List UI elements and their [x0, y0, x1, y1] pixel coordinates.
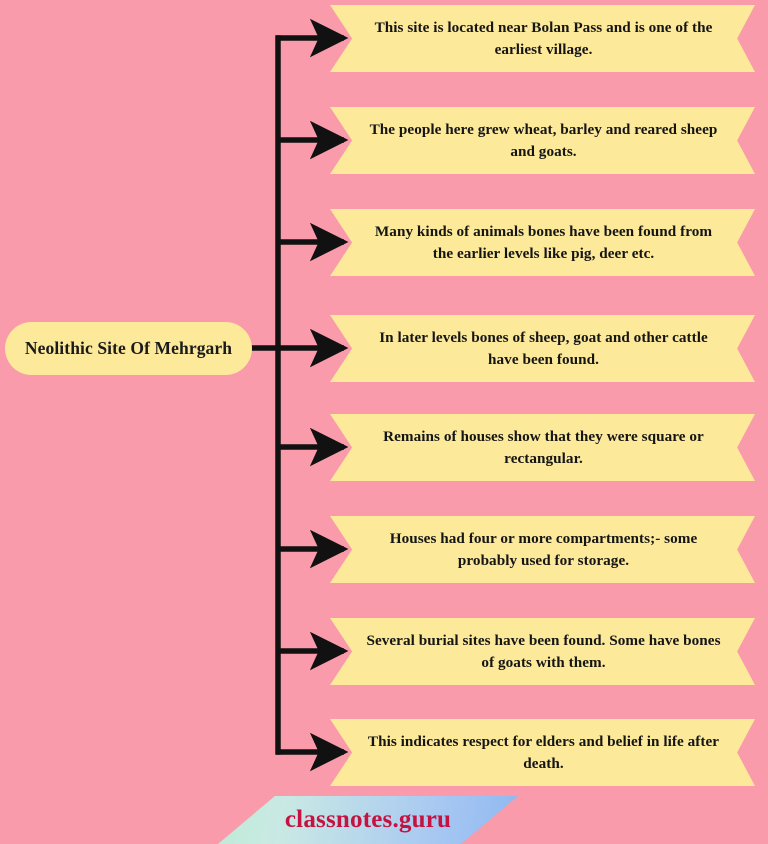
branch-node-8-text: This indicates respect for elders and be…	[367, 732, 720, 772]
branch-node-7[interactable]: Several burial sites have been found. So…	[330, 618, 755, 685]
branch-node-7-text: Several burial sites have been found. So…	[366, 631, 721, 671]
branch-node-5[interactable]: Remains of houses show that they were sq…	[330, 414, 755, 481]
branch-node-6[interactable]: Houses had four or more compartments;- s…	[330, 516, 755, 583]
branch-node-8[interactable]: This indicates respect for elders and be…	[330, 719, 755, 786]
branch-node-5-text: Remains of houses show that they were sq…	[383, 427, 704, 467]
branch-node-2[interactable]: The people here grew wheat, barley and r…	[330, 107, 755, 174]
root-node-neolithic-site[interactable]: Neolithic Site Of Mehrgarh	[5, 322, 252, 375]
site-watermark-text: classnotes.guru	[284, 806, 452, 833]
branch-node-4[interactable]: In later levels bones of sheep, goat and…	[330, 315, 755, 382]
branch-node-3[interactable]: Many kinds of animals bones have been fo…	[330, 209, 755, 276]
root-node-label: Neolithic Site Of Mehrgarh	[24, 337, 233, 358]
branch-node-1-text: This site is located near Bolan Pass and…	[374, 18, 713, 58]
branch-node-1[interactable]: This site is located near Bolan Pass and…	[330, 5, 755, 72]
branch-node-2-text: The people here grew wheat, barley and r…	[369, 120, 718, 160]
branch-node-3-text: Many kinds of animals bones have been fo…	[374, 222, 713, 262]
branch-node-6-text: Houses had four or more compartments;- s…	[389, 529, 698, 569]
branch-node-4-text: In later levels bones of sheep, goat and…	[379, 328, 708, 368]
site-watermark-logo[interactable]: classnotes.guru	[218, 796, 518, 844]
